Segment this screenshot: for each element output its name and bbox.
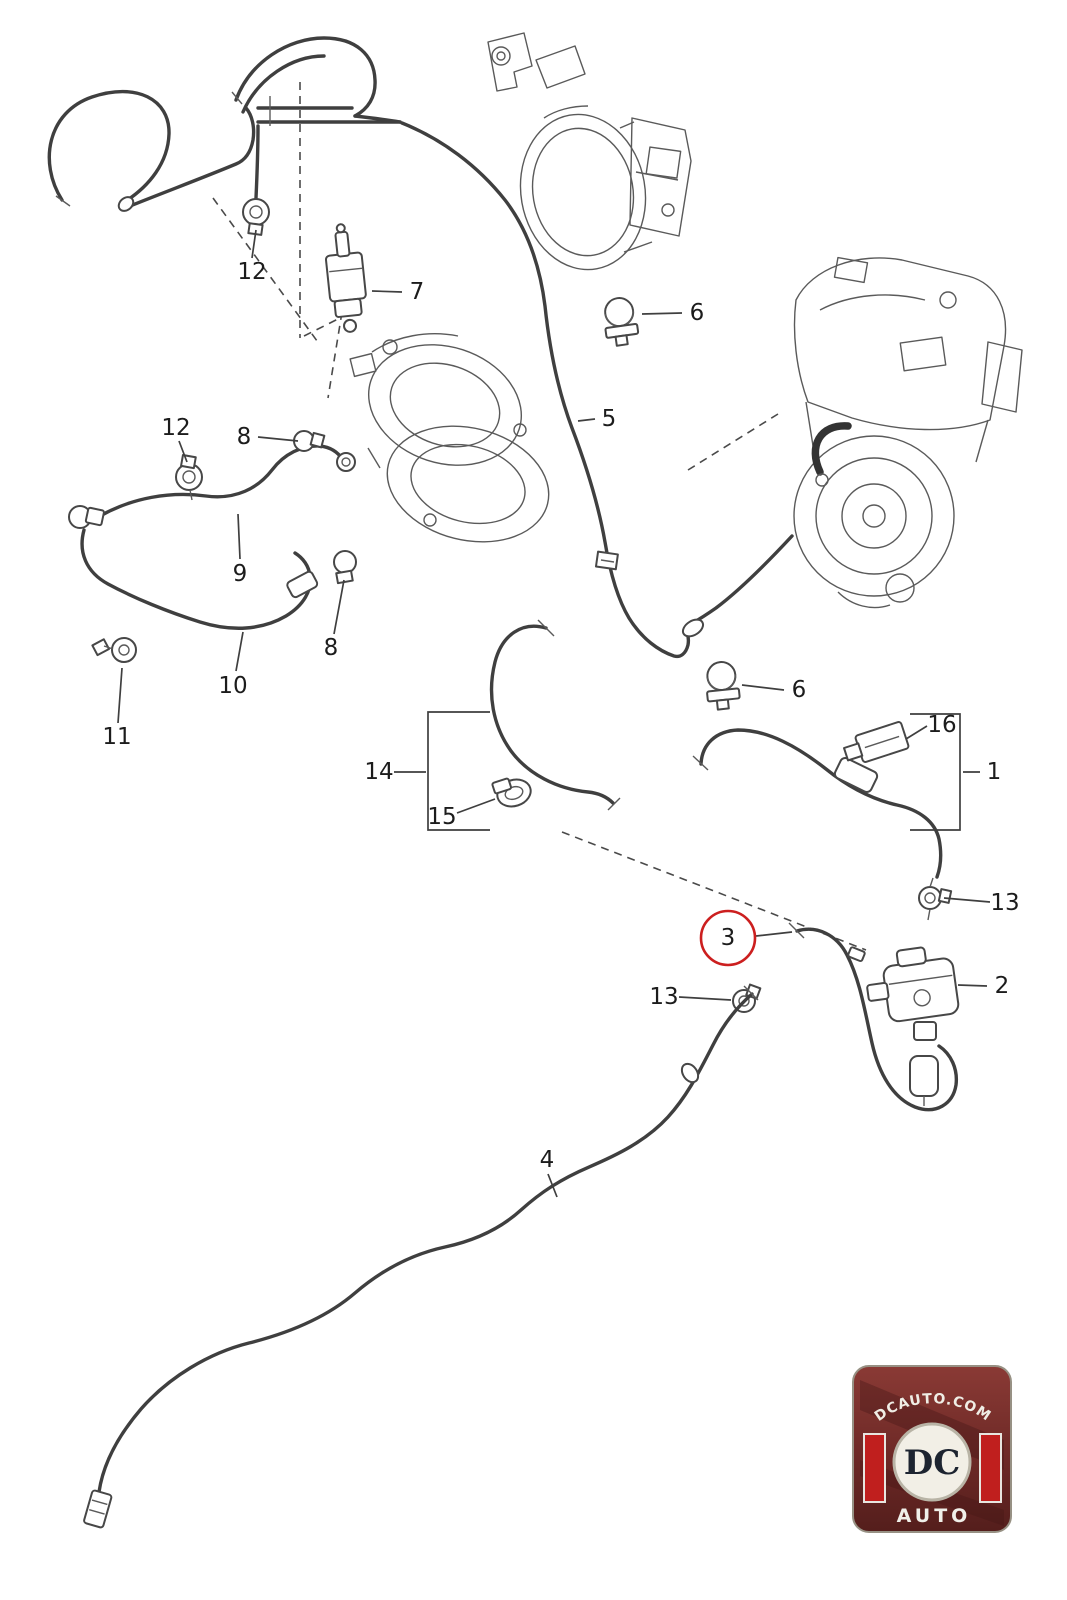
clamp-6-lower xyxy=(706,661,741,711)
clamp-12-top xyxy=(242,198,270,236)
callout-label-5: 5 xyxy=(602,406,617,432)
top-left-hose-assembly xyxy=(47,36,402,212)
logo-brand-auto: AUTO xyxy=(897,1505,972,1527)
connector-16 xyxy=(843,721,910,763)
clamp-11 xyxy=(91,637,137,663)
callout-label-14: 14 xyxy=(364,759,393,785)
callout-label-11: 11 xyxy=(102,724,131,750)
callout-label-13: 13 xyxy=(649,984,678,1010)
callout-label-8: 8 xyxy=(324,635,339,661)
hose-assembly-1 xyxy=(692,728,943,879)
clamp-8-lower xyxy=(333,550,357,585)
callout-label-2: 2 xyxy=(995,973,1010,999)
callout-label-8: 8 xyxy=(237,424,252,450)
center-hose-14 xyxy=(489,619,621,811)
clamp-6-upper xyxy=(604,297,640,347)
logo-stripe-right xyxy=(979,1433,1002,1503)
clamp-8-upper xyxy=(293,430,326,452)
callout-label-10: 10 xyxy=(218,673,247,699)
logo-brand-dc: DC xyxy=(904,1443,961,1483)
hose-3 xyxy=(788,922,959,1112)
solenoid-valve-7 xyxy=(324,223,367,333)
callout-labels: 12 7 6 5 12 8 9 8 10 11 6 16 1 14 15 13 3 2 13 4 xyxy=(102,259,1019,1173)
callout-label-6: 6 xyxy=(690,300,705,326)
callout-label-9: 9 xyxy=(233,561,248,587)
logo-circle xyxy=(892,1422,972,1502)
clamp-12-left xyxy=(175,454,203,501)
leader-lines xyxy=(117,229,991,1198)
clamp-13-right xyxy=(918,877,953,921)
hose-4 xyxy=(83,985,759,1529)
bracket-1 xyxy=(910,713,961,831)
dcauto-logo: DCAUTO.COM DC AUTO xyxy=(852,1365,1012,1533)
throttle-body-drawing xyxy=(487,32,692,271)
callout-label-12: 12 xyxy=(237,259,266,285)
callout-label-4: 4 xyxy=(540,1147,555,1173)
callout-label-1: 1 xyxy=(987,759,1002,785)
changeover-valve-2 xyxy=(866,946,960,1106)
callout-label-3: 3 xyxy=(721,925,736,951)
bracket-14 xyxy=(427,711,490,831)
callout-label-12: 12 xyxy=(161,415,190,441)
intake-manifold-drawing xyxy=(349,333,550,543)
turbo-lower-hose xyxy=(681,534,794,638)
vacuum-line-5 xyxy=(400,121,691,659)
callout-label-16: 16 xyxy=(927,712,956,738)
callout-label-6: 6 xyxy=(792,677,807,703)
logo-stripe-left xyxy=(863,1433,886,1503)
construction-dashed-lines xyxy=(212,82,867,951)
left-hose-assembly xyxy=(68,444,356,630)
callout-label-7: 7 xyxy=(410,279,425,305)
highlight-circle xyxy=(699,909,757,967)
callout-label-13: 13 xyxy=(990,890,1019,916)
clamp-15 xyxy=(491,777,532,808)
turbocharger-drawing xyxy=(793,256,1023,609)
callout-label-15: 15 xyxy=(427,804,456,830)
